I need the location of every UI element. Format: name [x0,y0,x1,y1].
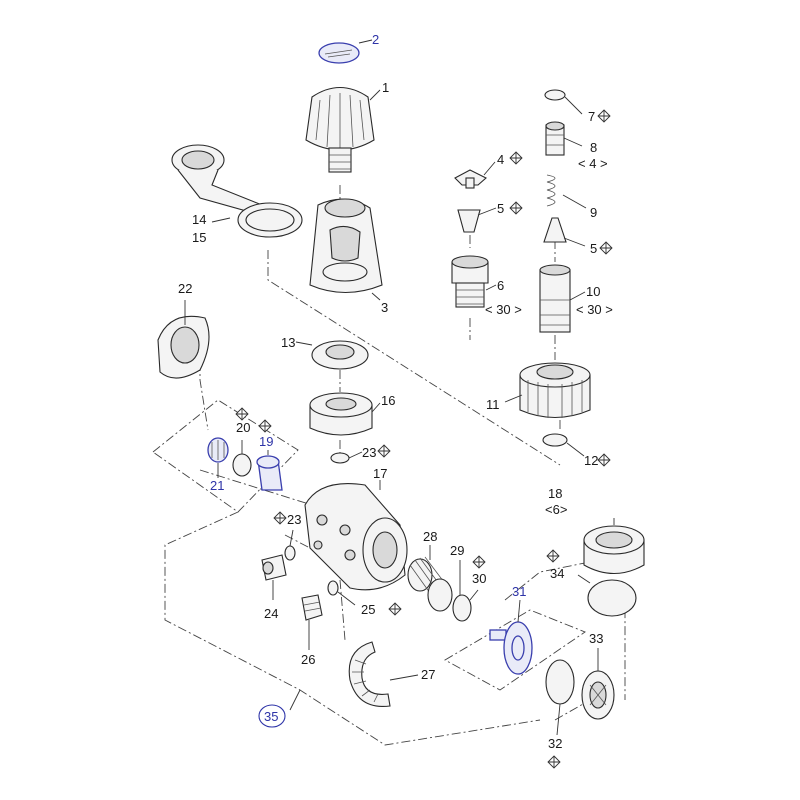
diamond-cross-icon [599,241,613,255]
diamond-cross-icon [377,444,391,458]
label-15[interactable]: 15 [192,230,206,245]
label-8-qty: < 4 > [578,156,608,171]
part-24-plug[interactable] [261,554,287,581]
label-19[interactable]: 19 [259,434,273,449]
diamond-cross-icon [546,549,560,563]
part-20-o-ring[interactable] [232,453,252,477]
part-32-o-ring[interactable] [545,659,575,705]
label-24[interactable]: 24 [264,606,278,621]
diamond-cross-icon [258,419,272,433]
label-22[interactable]: 22 [178,281,192,296]
label-3[interactable]: 3 [381,300,388,315]
part-3-housing[interactable] [309,198,383,293]
part-2-cap-disc[interactable] [318,42,360,64]
label-6-qty: < 30 > [485,302,522,317]
label-32[interactable]: 32 [548,736,562,751]
label-7[interactable]: 7 [588,109,595,124]
label-4[interactable]: 4 [497,152,504,167]
label-30[interactable]: 30 [472,571,486,586]
label-13[interactable]: 13 [281,335,295,350]
part-11-nut[interactable] [519,362,591,418]
part-28-spring[interactable] [407,556,453,612]
part-14-15-yoke[interactable] [171,144,303,238]
label-28[interactable]: 28 [423,529,437,544]
label-23a[interactable]: 23 [362,445,376,460]
part-22-bracket[interactable] [157,315,210,379]
label-14[interactable]: 14 [192,212,206,227]
diamond-cross-icon [388,602,402,616]
diamond-cross-icon [509,151,523,165]
label-20[interactable]: 20 [236,420,250,435]
part-16-cap[interactable] [309,392,373,436]
label-33[interactable]: 33 [589,631,603,646]
part-19-bushing[interactable] [256,455,283,491]
leader-lines [184,39,615,736]
part-18-end-cap[interactable] [583,525,645,574]
part-17-main-body[interactable] [304,483,408,591]
label-12[interactable]: 12 [584,453,598,468]
label-11[interactable]: 11 [486,397,500,412]
label-1[interactable]: 1 [382,80,389,95]
part-23-o-ring-a[interactable] [330,452,350,464]
part-26-plug[interactable] [301,594,323,621]
label-29[interactable]: 29 [450,543,464,558]
label-5a[interactable]: 5 [497,201,504,216]
part-9-spring[interactable] [546,174,556,207]
label-18[interactable]: 18 [548,486,562,501]
part-5-seat-a[interactable] [457,209,481,233]
label-35[interactable]: 35 [264,709,278,724]
diamond-cross-icon [472,555,486,569]
part-13-washer[interactable] [311,340,369,370]
label-35-circled[interactable]: 35 [258,704,286,728]
label-21[interactable]: 21 [210,478,224,493]
part-29-washer[interactable] [452,594,472,622]
part-27-spring-clip[interactable] [348,641,391,708]
part-21-filter[interactable] [207,437,229,463]
label-27[interactable]: 27 [421,667,435,682]
label-10-qty: < 30 > [576,302,613,317]
label-18-qty: <6> [545,502,567,517]
part-7-o-ring[interactable] [544,89,566,101]
part-5-seat-b[interactable] [543,217,567,243]
diamond-cross-icon [547,755,561,769]
part-6-nipple[interactable] [451,255,489,308]
label-23b[interactable]: 23 [287,512,301,527]
part-labels: 2 1 3 4 5 6 < 30 > 7 8 < 4 > 9 5 10 < 30… [178,32,613,751]
label-25[interactable]: 25 [361,602,375,617]
label-8[interactable]: 8 [590,140,597,155]
label-34[interactable]: 34 [550,566,564,581]
label-5b[interactable]: 5 [590,241,597,256]
part-34-o-ring[interactable] [587,579,637,617]
diamond-cross-icon [597,453,611,467]
label-17[interactable]: 17 [373,466,387,481]
part-31-poppet[interactable] [489,621,533,675]
part-10-stem[interactable] [539,264,571,333]
label-6[interactable]: 6 [497,278,504,293]
part-1-knob[interactable] [305,86,375,173]
quantity-markers [235,109,613,769]
diamond-cross-icon [597,109,611,123]
diamond-cross-icon [235,407,249,421]
label-16[interactable]: 16 [381,393,395,408]
diamond-cross-icon [509,201,523,215]
label-31[interactable]: 31 [512,584,526,599]
part-8-valve[interactable] [545,121,565,156]
label-9[interactable]: 9 [590,205,597,220]
part-25-o-ring[interactable] [327,580,339,596]
label-10[interactable]: 10 [586,284,600,299]
part-33-diaphragm[interactable] [581,670,615,720]
label-2[interactable]: 2 [372,32,379,47]
part-23-o-ring-b[interactable] [284,545,296,561]
label-26[interactable]: 26 [301,652,315,667]
part-12-o-ring[interactable] [542,433,568,447]
part-4-fitting[interactable] [454,169,487,189]
diamond-cross-icon [273,511,287,525]
